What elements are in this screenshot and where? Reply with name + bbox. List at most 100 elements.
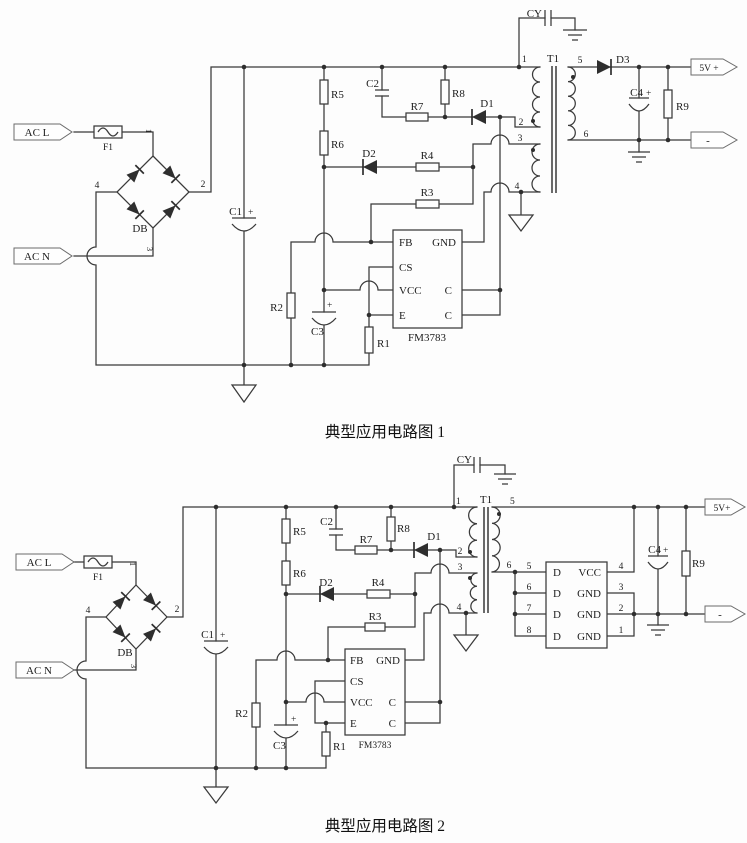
c1-ground-triangle-main bbox=[230, 384, 258, 404]
sync-num-3: 3 bbox=[619, 583, 624, 593]
c1-label-r5: R5 bbox=[331, 89, 344, 101]
c2-t1-pin2: 2 bbox=[458, 547, 463, 557]
c1-polarity-dot-secondary bbox=[571, 75, 575, 79]
cap-c3-c2: C3 + bbox=[273, 715, 299, 752]
c1-t1-pin6: 6 bbox=[584, 130, 589, 140]
c2-bridge-pin1: 1 bbox=[128, 562, 138, 566]
c1-c1-plus: + bbox=[248, 208, 253, 218]
c1-label-neg: - bbox=[706, 135, 710, 147]
resistor-r7-c2: R7 bbox=[354, 534, 378, 555]
bridge-rectifier-db-c2: 1 4 2 3 DB bbox=[86, 562, 180, 668]
sync-num-6: 6 bbox=[527, 583, 532, 593]
c1-label-r8: R8 bbox=[452, 88, 465, 100]
cap-c3: C3 + bbox=[311, 301, 337, 338]
resistor-r5: R5 bbox=[319, 79, 344, 105]
resistor-r4-c2: R4 bbox=[366, 577, 391, 599]
sync-num-4: 4 bbox=[619, 562, 624, 572]
terminal-ac-n bbox=[13, 247, 73, 265]
cap-c2: C2 bbox=[366, 78, 389, 97]
c1-bridge-pin1: 1 bbox=[144, 129, 154, 133]
c2-ic-pin-c1: C bbox=[389, 697, 396, 709]
diode-d3: D3 bbox=[596, 54, 630, 76]
cap-c1: C1 + bbox=[229, 206, 257, 232]
c2-ic-name: FM3783 bbox=[359, 741, 392, 751]
c2-t1-pin1: 1 bbox=[456, 497, 461, 507]
c2-wires bbox=[73, 464, 706, 788]
resistor-r5-c2: R5 bbox=[281, 518, 306, 544]
c2-label-c1: C1 bbox=[201, 629, 214, 641]
c1-bridge-pin2: 2 bbox=[201, 180, 206, 190]
resistor-r8: R8 bbox=[440, 79, 465, 105]
c1-label-c4: C4 bbox=[630, 87, 643, 99]
c1-label-d2: D2 bbox=[362, 148, 375, 160]
c2-ic-pin-gnd: GND bbox=[376, 655, 400, 667]
c2-label-f1: F1 bbox=[93, 573, 103, 583]
cap-c1-c2: C1 + bbox=[201, 629, 229, 655]
caption-figure-1: 典型应用电路图 1 bbox=[325, 422, 445, 441]
c2-label-r7: R7 bbox=[360, 534, 373, 546]
sync-pin-d4: D bbox=[553, 631, 561, 643]
c2-label-r4: R4 bbox=[372, 577, 385, 589]
c2-bridge-pin2: 2 bbox=[175, 605, 180, 615]
resistor-r9-c2: R9 bbox=[681, 550, 705, 577]
resistor-r1-c2: R1 bbox=[321, 731, 346, 757]
c1-earth-cy bbox=[563, 29, 587, 41]
sync-pin-gnd1: GND bbox=[577, 588, 601, 600]
c1-label-r4: R4 bbox=[421, 150, 434, 162]
c2-label-5v: 5V+ bbox=[714, 504, 731, 514]
resistor-r1: R1 bbox=[364, 326, 390, 354]
c1-label-r1: R1 bbox=[377, 338, 390, 350]
diode-d1: D1 bbox=[471, 98, 494, 126]
sync-pin-gnd3: GND bbox=[577, 631, 601, 643]
c1-ic-pin-c1: C bbox=[445, 285, 452, 297]
resistor-r6: R6 bbox=[319, 130, 344, 156]
c1-label-5v: 5V + bbox=[699, 64, 718, 74]
c1-bridge-pin3: 3 bbox=[145, 247, 155, 251]
c1-label-d1: D1 bbox=[480, 98, 493, 110]
sync-num-5: 5 bbox=[527, 562, 532, 572]
c1-bridge-pin4: 4 bbox=[95, 181, 100, 191]
c2-ic-pin-cs: CS bbox=[350, 676, 363, 688]
c1-label-d3: D3 bbox=[616, 54, 630, 66]
c2-earth-output bbox=[647, 624, 669, 636]
c1-polarity-dot-primary bbox=[531, 119, 535, 123]
sync-pin-vcc: VCC bbox=[578, 567, 601, 579]
c2-polarity-dot-aux bbox=[468, 576, 472, 580]
c1-label-t1: T1 bbox=[547, 53, 559, 65]
c2-label-r9: R9 bbox=[692, 558, 705, 570]
terminal-neg-c1 bbox=[690, 131, 739, 149]
c2-c3-plus: + bbox=[291, 715, 296, 725]
c1-t1-pin5: 5 bbox=[578, 56, 583, 66]
c2-label-r2: R2 bbox=[235, 708, 248, 720]
c1-label-r2: R2 bbox=[270, 302, 283, 314]
resistor-r3: R3 bbox=[415, 187, 440, 209]
sync-num-1: 1 bbox=[619, 626, 624, 636]
c1-label-r7: R7 bbox=[411, 101, 424, 113]
sync-num-2: 2 bbox=[619, 604, 624, 614]
sync-pin-d2: D bbox=[553, 588, 561, 600]
c1-ic-pin-vcc: VCC bbox=[399, 285, 422, 297]
sync-num-7: 7 bbox=[527, 604, 532, 614]
diode-d2: D2 bbox=[362, 148, 378, 176]
c1-junctions bbox=[241, 64, 671, 368]
c1-t1-pin3: 3 bbox=[518, 134, 523, 144]
c1-label-ac-l: AC L bbox=[25, 127, 50, 139]
c1-ic-pin-gnd: GND bbox=[432, 237, 456, 249]
c2-label-cy: CY bbox=[457, 454, 472, 466]
sync-pin-gnd2: GND bbox=[577, 609, 601, 621]
transformer-t1: T1 1 2 3 4 5 6 bbox=[515, 53, 589, 193]
c2-c4-plus: + bbox=[663, 546, 668, 556]
ic-sync-rectifier: D D D D VCC GND GND GND 5 6 7 8 4 3 2 1 bbox=[527, 561, 624, 649]
c1-c4-plus: + bbox=[646, 89, 651, 99]
c2-ic-pin-c2: C bbox=[389, 718, 396, 730]
c1-label-r3: R3 bbox=[421, 187, 434, 199]
c2-label-ac-l: AC L bbox=[27, 557, 52, 569]
circuit-2: AC L AC N F1 1 4 2 3 DB C1 + bbox=[15, 454, 747, 835]
c2-t1-pin5: 5 bbox=[510, 497, 515, 507]
c2-t1-pin3: 3 bbox=[458, 563, 463, 573]
c2-label-r6: R6 bbox=[293, 568, 306, 580]
terminal-neg-c2 bbox=[704, 605, 747, 623]
c2-label-r8: R8 bbox=[397, 523, 410, 535]
terminal-ac-n-c2 bbox=[15, 661, 75, 679]
